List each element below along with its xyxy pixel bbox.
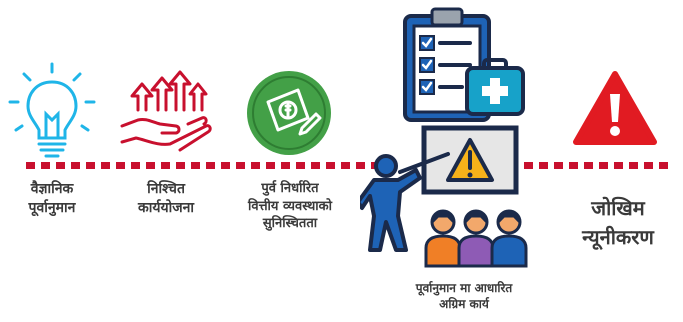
money-coin-icon (247, 71, 331, 155)
lightbulb-icon (8, 62, 96, 158)
hand-growth-arrows-icon (120, 70, 212, 152)
step-label-1: वैज्ञानिक पूर्वानुमान (28, 181, 76, 216)
timeline-dashes-right (524, 162, 669, 169)
step-label-5: जोखिम न्यूनीकरण (582, 196, 654, 249)
warning-triangle-icon (573, 71, 657, 145)
audience-icon (424, 209, 528, 268)
timeline-dashes-left (26, 162, 394, 169)
medical-kit-icon (465, 58, 525, 116)
step-label-2: निश्चित कार्ययोजना (137, 181, 195, 216)
step-label-3: पुर्व निर्धारित वित्तीय व्यवस्थाको सुनिस… (247, 181, 333, 232)
step-label-4: पूर्वानुमान मा आधारित अग्रिम कार्य (415, 281, 513, 312)
presenter-warning-icon (360, 125, 519, 252)
